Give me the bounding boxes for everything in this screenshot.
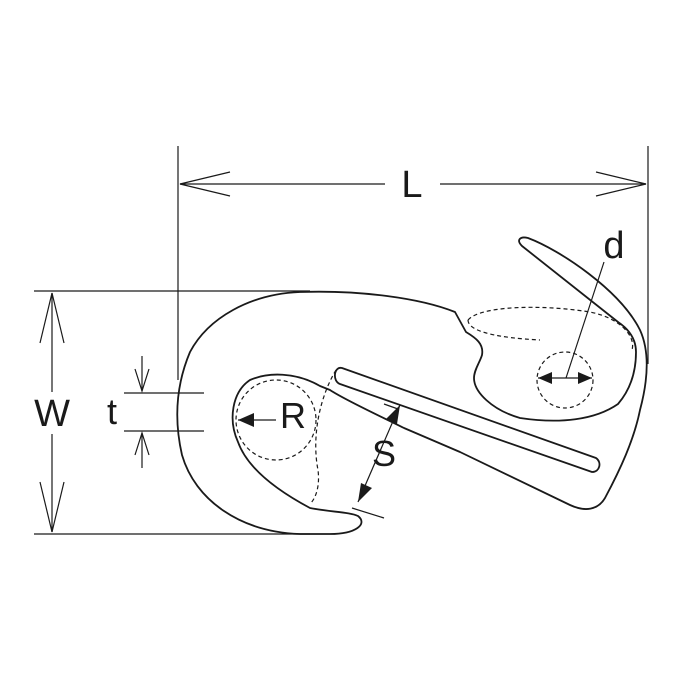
diameter-arrow-left: [538, 372, 552, 384]
hidden-lines: [235, 306, 634, 505]
thickness-arrow-top: [134, 368, 150, 393]
radius-arrowhead: [238, 413, 254, 427]
dimension-length: L: [177, 146, 649, 380]
inner-radius-circle: [235, 379, 317, 461]
diameter-arrow-right: [578, 372, 592, 384]
dimension-opening: S: [351, 403, 401, 519]
diameter-label: d: [603, 225, 624, 267]
eye-bore-circle: [536, 351, 594, 409]
dimension-width: W: [34, 290, 310, 535]
dimension-diameter: d: [538, 225, 625, 384]
width-arrow-bottom: [39, 481, 65, 533]
opening-label: S: [372, 433, 396, 474]
opening-arrow-top: [386, 405, 400, 424]
thickness-label: t: [107, 391, 117, 432]
length-arrow-left: [179, 171, 231, 197]
width-label: W: [34, 393, 70, 435]
thickness-arrow-bottom: [134, 431, 150, 456]
opening-arrow-bottom: [358, 483, 372, 502]
throat-hidden: [309, 369, 337, 505]
eye-slot-hidden-lower: [467, 319, 541, 341]
opening-extension-top: [383, 403, 399, 410]
radius-label: R: [280, 395, 306, 436]
hook-body: [176, 236, 648, 535]
dimension-thickness: t: [107, 356, 204, 468]
length-label: L: [401, 164, 422, 206]
opening-extension-bottom: [351, 507, 385, 519]
width-arrow-top: [39, 292, 65, 344]
diameter-leader: [565, 261, 605, 379]
hook-outer-outline: [176, 236, 648, 535]
length-arrow-right: [595, 171, 647, 197]
dimension-radius: R: [238, 395, 306, 436]
eye-slot-hidden: [467, 306, 634, 351]
